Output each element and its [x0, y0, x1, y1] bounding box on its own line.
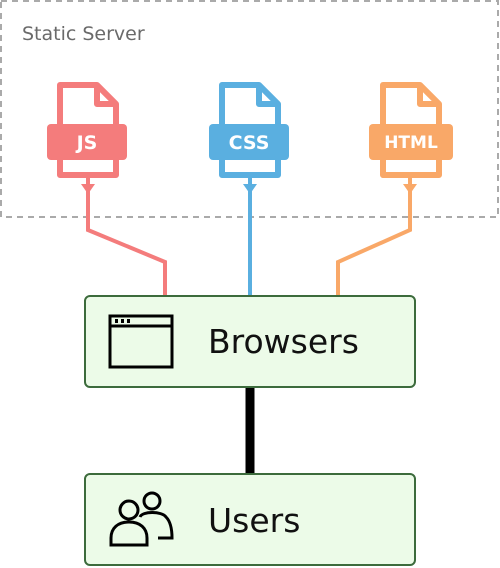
html-file-label: HTML — [384, 133, 438, 153]
users-label: Users — [208, 501, 300, 540]
browser-window-icon — [108, 314, 174, 369]
html-connector — [336, 172, 417, 296]
css-file-label: CSS — [229, 132, 270, 154]
browsers-box: Browsers — [84, 295, 416, 388]
users-box: Users — [84, 473, 416, 566]
js-file-label: JS — [75, 132, 98, 154]
browsers-label: Browsers — [208, 322, 359, 361]
static-server-label: Static Server — [22, 23, 145, 45]
users-icon — [109, 491, 174, 547]
css-connector — [243, 172, 257, 296]
file-connectors — [81, 172, 417, 296]
js-connector — [81, 172, 167, 296]
html-file-icon: HTML — [369, 82, 453, 178]
css-file-icon: CSS — [209, 82, 289, 178]
js-file-icon: JS — [47, 82, 127, 178]
